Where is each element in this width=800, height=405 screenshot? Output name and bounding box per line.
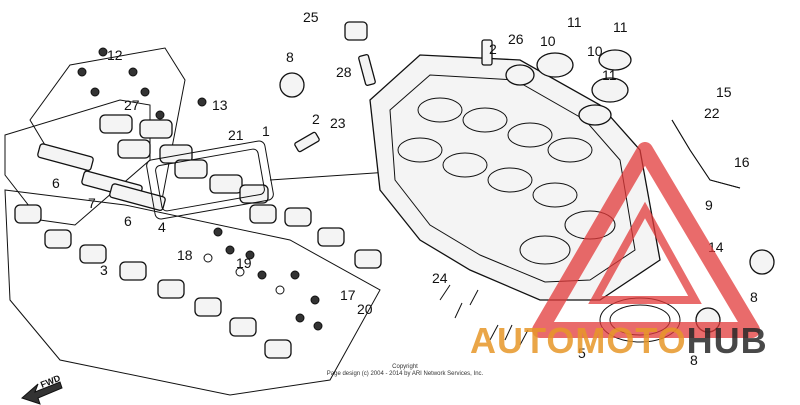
valve-parts <box>439 284 529 346</box>
part-number-label: 5 <box>578 345 586 361</box>
copyright-notice: Copyright Page design (c) 2004 - 2014 by… <box>300 364 510 378</box>
part-number-label: 8 <box>690 352 698 368</box>
lower-holder-parts <box>14 204 382 359</box>
intake-insulators <box>505 49 632 126</box>
part-number-label: 4 <box>158 219 166 235</box>
part-number-label: 25 <box>303 9 319 25</box>
copyright-line-2: Page design (c) 2004 - 2014 by ARI Netwo… <box>326 371 484 377</box>
part-number-label: 10 <box>540 33 556 49</box>
part-number-label: 7 <box>88 195 96 211</box>
part-number-label: 11 <box>613 19 628 35</box>
part-number-label: 8 <box>750 289 758 305</box>
holder-bridge <box>146 140 274 220</box>
part-number-label: 13 <box>212 97 228 113</box>
part-number-label: 22 <box>704 105 720 121</box>
watermark-logo <box>532 142 760 338</box>
part-number-label: 12 <box>107 47 123 63</box>
part-number-label: 10 <box>587 43 603 59</box>
gasket-parts <box>37 143 166 211</box>
part-number-label: 20 <box>357 301 373 317</box>
part-number-label: 16 <box>734 154 750 170</box>
part-number-label: 26 <box>508 31 524 47</box>
spark-plug <box>294 21 493 153</box>
part-number-label: 3 <box>100 262 108 278</box>
part-number-label: 27 <box>124 97 140 113</box>
part-number-label: 18 <box>177 247 193 263</box>
part-number-label: 1 <box>262 123 270 139</box>
part-number-label: 28 <box>336 64 352 80</box>
watermark-text-part2: HUB <box>686 320 768 361</box>
part-number-label: 6 <box>52 175 60 191</box>
bolt-parts <box>77 47 323 331</box>
part-number-label: 23 <box>330 115 346 131</box>
part-number-label: 21 <box>228 127 244 143</box>
copyright-line-1: Copyright <box>392 364 418 370</box>
part-number-label: 24 <box>432 270 448 286</box>
part-number-label: 8 <box>286 49 294 65</box>
fwd-arrow-icon <box>21 381 63 405</box>
watermark-text: AUTOMOTOHUB <box>470 320 768 362</box>
part-number-label: 17 <box>340 287 356 303</box>
part-number-label: 11 <box>567 14 582 30</box>
part-number-label: 11 <box>602 67 617 83</box>
oil-pipe <box>671 119 741 189</box>
part-number-label: 2 <box>489 41 497 57</box>
part-number-label: 15 <box>716 84 732 100</box>
part-number-label: 19 <box>236 255 252 271</box>
watermark-text-part1: AUTOMOTO <box>470 320 687 361</box>
part-number-label: 9 <box>705 197 713 213</box>
part-number-label: 2 <box>312 111 320 127</box>
part-number-label: 6 <box>124 213 132 229</box>
